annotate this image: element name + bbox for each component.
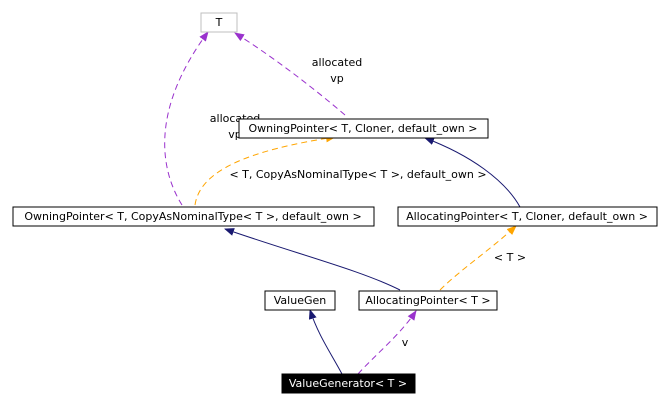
node-owning-pointer-cloner[interactable]: OwningPointer< T, Cloner, default_own > [238, 118, 489, 139]
edge-label-template-t: < T > [494, 251, 526, 264]
node-owning-pointer-copy-label: OwningPointer< T, CopyAsNominalType< T >… [24, 210, 361, 223]
edge-owning-cloner-to-t [234, 32, 346, 116]
edge-allocating-cloner-to-owning-cloner [424, 137, 521, 208]
node-allocating-pointer-t-label: AllocatingPointer< T > [365, 294, 490, 307]
node-t-label: T [215, 16, 223, 29]
edge-label-vp-1: vp [330, 72, 344, 85]
edge-allocating-t-to-owning-copy [224, 228, 401, 291]
node-owning-pointer-copy[interactable]: OwningPointer< T, CopyAsNominalType< T >… [12, 206, 375, 227]
edge-label-template-copy: < T, CopyAsNominalType< T >, default_own… [229, 168, 486, 181]
node-owning-pointer-cloner-label: OwningPointer< T, Cloner, default_own > [248, 122, 477, 135]
node-allocating-pointer-cloner[interactable]: AllocatingPointer< T, Cloner, default_ow… [397, 206, 658, 227]
node-allocating-pointer-t[interactable]: AllocatingPointer< T > [358, 290, 498, 311]
node-valuegen-label: ValueGen [274, 294, 326, 307]
node-t[interactable]: T [200, 12, 238, 33]
node-valuegenerator-label: ValueGenerator< T > [289, 377, 407, 390]
edge-valuegenerator-to-valuegen [308, 309, 343, 375]
edge-owning-copy-to-owning-cloner [194, 134, 336, 206]
node-allocating-pointer-cloner-label: AllocatingPointer< T, Cloner, default_ow… [406, 210, 648, 223]
edge-label-v: v [402, 336, 409, 349]
edge-label-vp-2: vp [228, 128, 242, 141]
edge-label-allocated-1: allocated [312, 56, 362, 69]
node-valuegenerator[interactable]: ValueGenerator< T > [281, 373, 416, 394]
edge-owning-copy-to-t [164, 31, 209, 206]
node-valuegen[interactable]: ValueGen [264, 290, 336, 311]
edge-valuegenerator-to-allocating-t [357, 310, 417, 375]
